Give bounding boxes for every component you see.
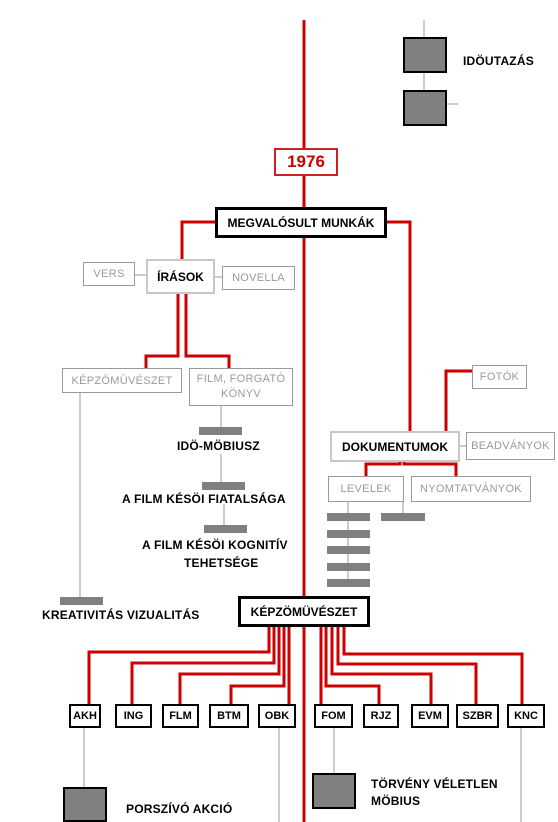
time-travel-node bbox=[403, 37, 447, 73]
verse-box: VERS bbox=[83, 262, 135, 286]
year-box: 1976 bbox=[274, 148, 338, 176]
film-book-line-1: FILM, FORGATÓ bbox=[196, 373, 286, 385]
visual-art-main-box: KÉPZÖMÜVÉSZET bbox=[238, 596, 370, 627]
law-chance-label-2: MÖBIUS bbox=[371, 794, 421, 808]
film-cognitive-label-2: TEHETSÉGE bbox=[184, 556, 259, 570]
photos-box: FOTÓK bbox=[472, 365, 527, 389]
vacuum-action-node bbox=[63, 787, 107, 822]
creativity-bar bbox=[60, 597, 103, 605]
creativity-label: KREATIVITÁS VIZUALITÁS bbox=[42, 608, 200, 622]
film-book-line-2: KÖNYV bbox=[220, 388, 261, 400]
code-akh: AKH bbox=[69, 704, 101, 728]
code-szbr: SZBR bbox=[456, 704, 499, 728]
letters-bar-4 bbox=[327, 563, 370, 571]
code-knc: KNC bbox=[507, 704, 545, 728]
film-book-box: FILM, FORGATÓ KÖNYV bbox=[189, 368, 293, 406]
vacuum-action-label: PORSZÍVÓ AKCIÓ bbox=[126, 802, 233, 816]
documents-box: DOKUMENTUMOK bbox=[330, 431, 460, 462]
ido-mobius-label: IDÖ-MÖBIUSZ bbox=[177, 439, 260, 453]
realized-works-box: MEGVALÓSULT MUNKÁK bbox=[215, 207, 387, 238]
film-cognitive-bar bbox=[204, 525, 247, 533]
law-chance-label-1: TÖRVÉNY VÉLETLEN bbox=[371, 777, 498, 791]
film-cognitive-label-1: A FILM KÉSÖI KOGNITÍV bbox=[142, 538, 288, 552]
letters-bar-5 bbox=[327, 579, 370, 587]
code-rjz: RJZ bbox=[363, 704, 399, 728]
code-ing: ING bbox=[115, 704, 152, 728]
visual-art-box: KÉPZÖMÜVÉSZET bbox=[62, 368, 182, 393]
submissions-box: BEADVÁNYOK bbox=[466, 432, 555, 460]
forms-box: NYOMTATVÁNYOK bbox=[411, 476, 531, 502]
code-btm: BTM bbox=[209, 704, 249, 728]
film-youth-bar bbox=[202, 482, 245, 490]
letters-box: LEVELEK bbox=[328, 476, 404, 502]
letters-bar-2 bbox=[327, 530, 370, 538]
writings-box: ÍRÁSOK bbox=[146, 259, 215, 294]
film-youth-label: A FILM KÉSÖI FIATALSÁGA bbox=[122, 492, 286, 506]
letters-bar-1 bbox=[327, 513, 370, 521]
novella-box: NOVELLA bbox=[222, 266, 295, 290]
time-travel-label: IDÖUTAZÁS bbox=[463, 54, 534, 68]
code-flm: FLM bbox=[162, 704, 199, 728]
code-fom: FOM bbox=[314, 704, 353, 728]
code-obk: OBK bbox=[258, 704, 296, 728]
code-evm: EVM bbox=[411, 704, 449, 728]
letters-bar-3 bbox=[327, 546, 370, 554]
empty-node bbox=[403, 90, 447, 126]
forms-bar bbox=[381, 513, 425, 521]
mobius-bar bbox=[199, 427, 242, 435]
law-chance-node bbox=[312, 773, 356, 809]
